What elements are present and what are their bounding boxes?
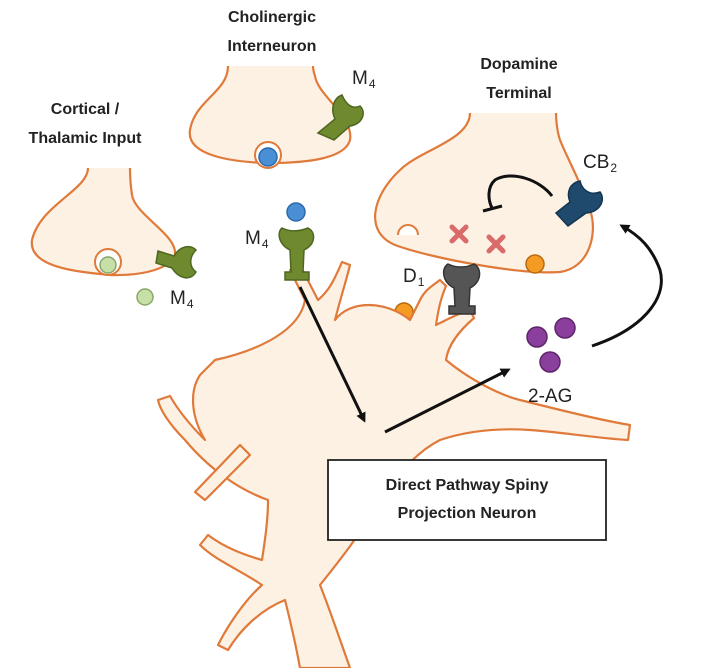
cb2-label: CB2 (583, 152, 617, 175)
2ag-to-cb2-arrow (591, 224, 663, 348)
m4-label-cortical: M4 (170, 288, 194, 311)
d1-label: D1 (403, 266, 425, 289)
glutamate-dot (99, 256, 117, 274)
acetylcholine-dot (286, 202, 306, 222)
dopamine-label-line2: Terminal (486, 85, 552, 102)
neuron-label-line2: Projection Neuron (398, 505, 537, 522)
m4-receptor-icon (278, 227, 315, 281)
cholinergic-label-line2: Interneuron (228, 38, 317, 55)
2-ag-dot (539, 351, 561, 373)
cb2-inhibition-arc (487, 174, 554, 209)
m4-to-neuron-arrow (298, 286, 366, 423)
cortical-terminal (30, 167, 177, 277)
neuron-label-box (327, 459, 607, 541)
cholinergic-terminal (188, 65, 352, 165)
2-ag-dot (526, 326, 548, 348)
cb2-receptor-icon (554, 180, 604, 227)
m4-label-cholinergic: M4 (352, 68, 376, 91)
d1-receptor-icon (442, 263, 481, 315)
m4-receptor-icon (155, 245, 198, 279)
cortical-label-line2: Thalamic Input (29, 130, 143, 147)
neuron-to-2ag-arrow (384, 368, 511, 434)
m4-label-postsynaptic: M4 (245, 228, 269, 251)
2-ag-label: 2-AG (528, 386, 572, 407)
dopamine-dot (525, 254, 545, 274)
cb2-inhibition-bar (482, 204, 503, 213)
cholinergic-label-line1: Cholinergic (228, 9, 316, 26)
inhibition-x-mark (449, 224, 469, 244)
glutamate-dot (136, 288, 154, 306)
dopamine-label-line1: Dopamine (480, 56, 557, 73)
dopamine-terminal (374, 112, 594, 274)
neuron-label-line1: Direct Pathway Spiny (386, 477, 549, 494)
2-ag-dot (554, 317, 576, 339)
m4-receptor-icon (316, 94, 364, 141)
cortical-label-line1: Cortical / (51, 101, 120, 118)
inhibition-x-mark (486, 234, 506, 254)
acetylcholine-dot (258, 147, 278, 167)
